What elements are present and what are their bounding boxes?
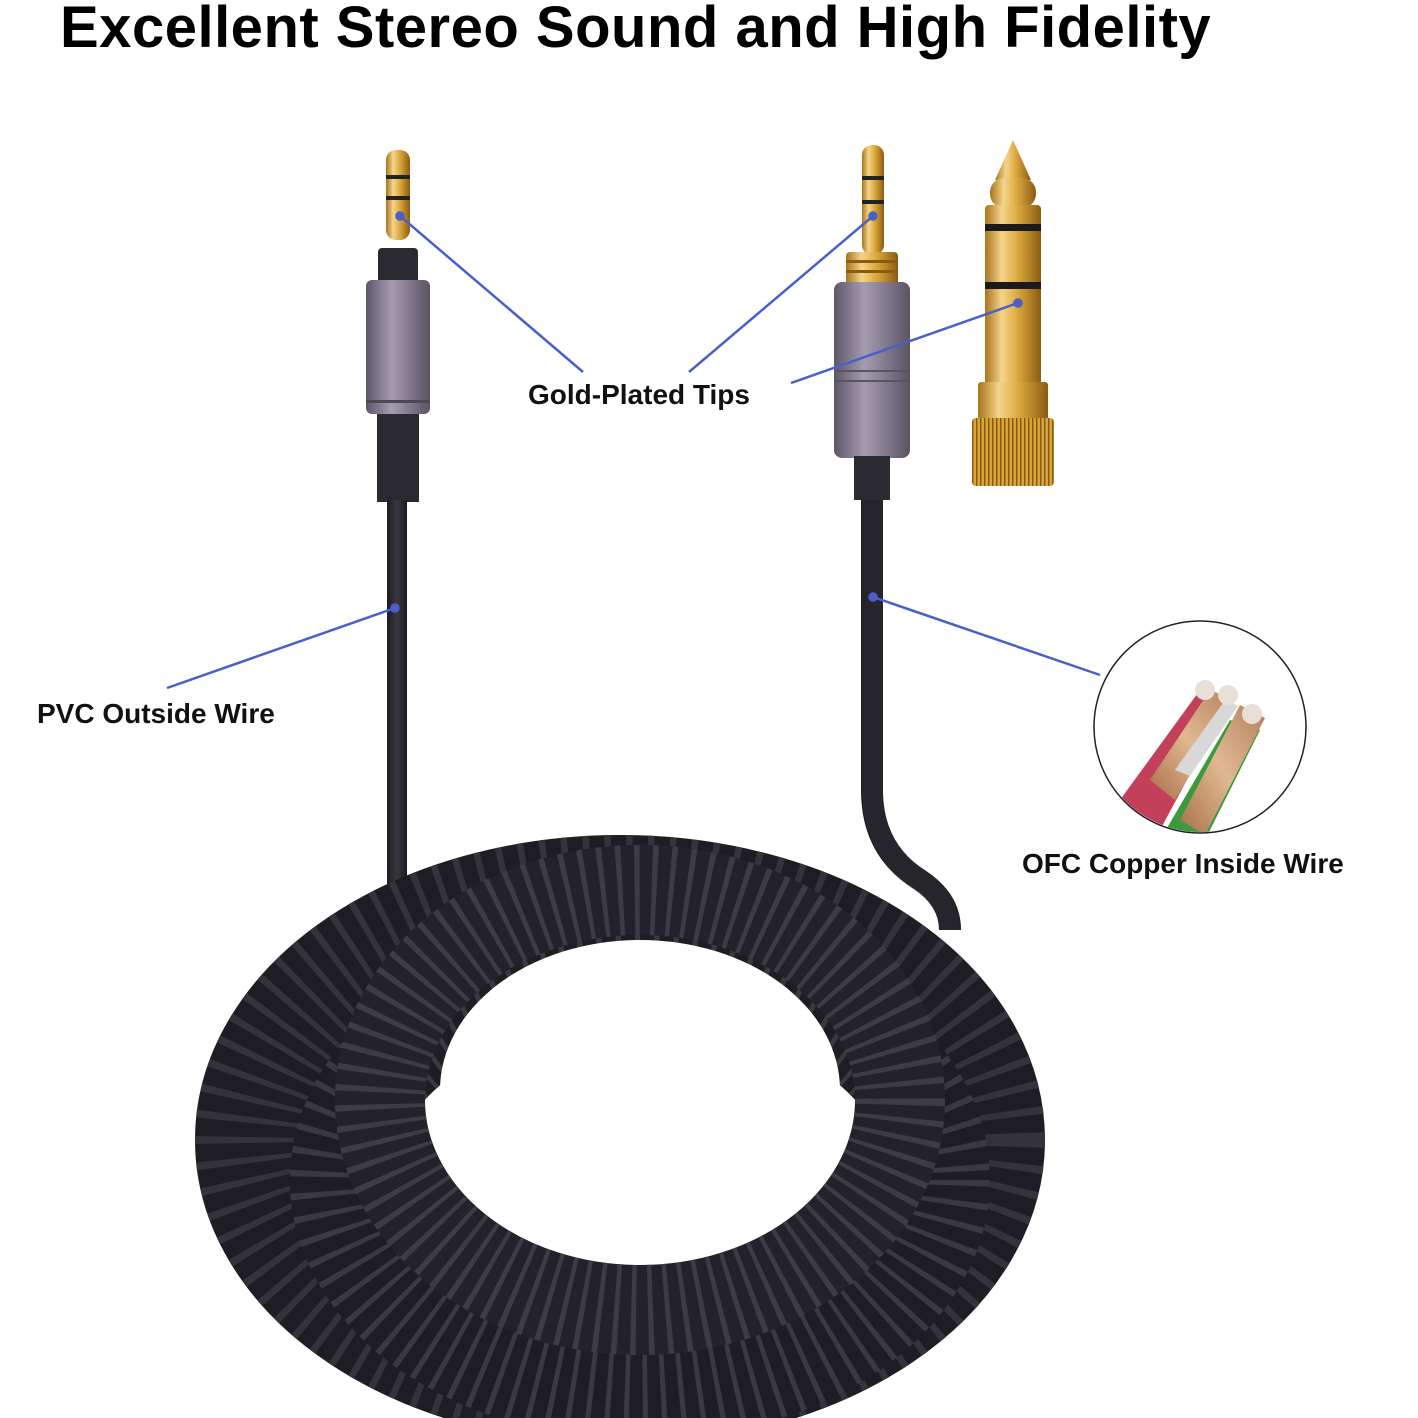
copper-strands-icon [1093, 620, 1307, 834]
adapter-icon [972, 140, 1054, 486]
headline-title: Excellent Stereo Sound and High Fidelity [60, 0, 1212, 60]
callout-ofc-copper-inside-wire: OFC Copper Inside Wire [1022, 848, 1344, 879]
callout-gold-plated-tips: Gold-Plated Tips [528, 379, 750, 410]
coiled-cable-icon [195, 835, 1045, 1418]
left-plug-icon [366, 150, 430, 502]
callout-lines [166, 211, 1101, 690]
callout-pvc-outside-wire: PVC Outside Wire [37, 698, 275, 729]
right-plug-icon [834, 145, 910, 500]
